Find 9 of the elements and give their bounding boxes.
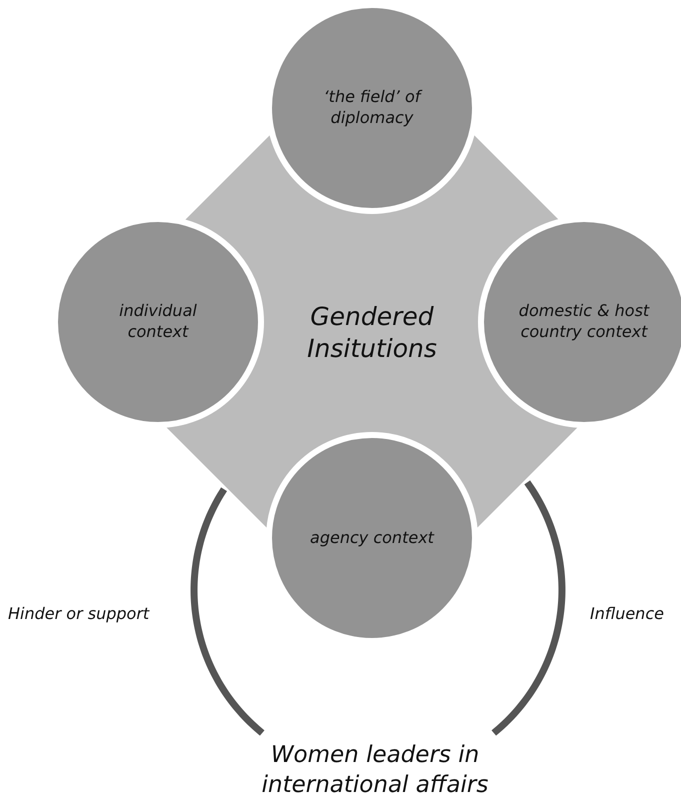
context-label: individual context	[118, 301, 198, 343]
context-label: agency context	[309, 528, 436, 548]
context-label: ‘the field’ of diplomacy	[322, 87, 424, 129]
edge-label: Hinder or support	[8, 604, 150, 623]
connector-arc	[491, 480, 566, 736]
outcome-title: Women leaders in international affairs	[260, 741, 490, 800]
center-title: Gendered Insitutions	[306, 300, 438, 365]
connector-arc	[190, 486, 265, 736]
context-label: domestic & host country context	[518, 301, 650, 343]
